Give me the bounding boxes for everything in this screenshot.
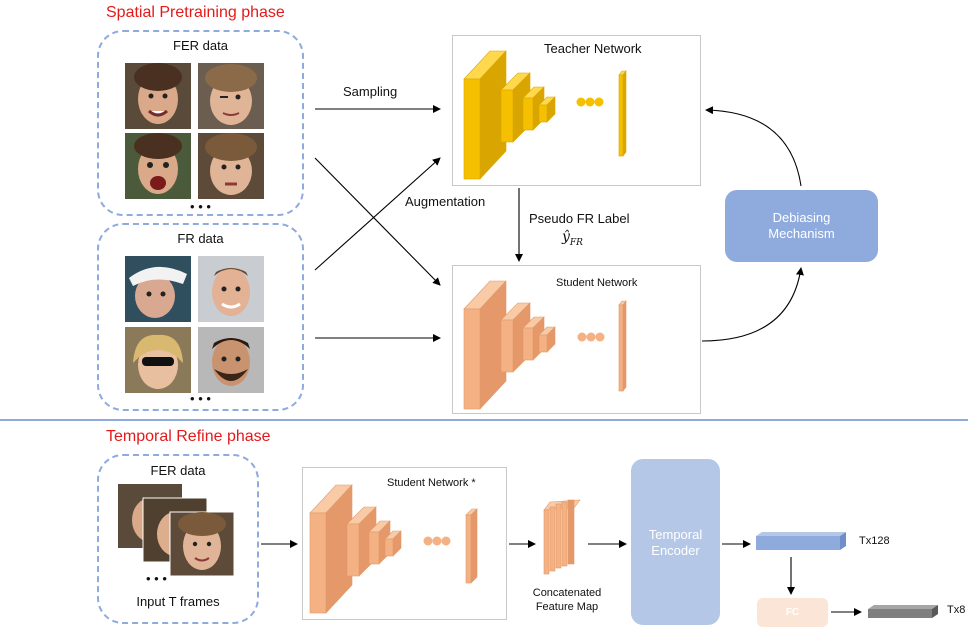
- temporal-fer-group: [97, 454, 259, 624]
- debiasing-line-2: Mechanism: [768, 226, 835, 241]
- temporal-encoder-box: Temporal Encoder: [631, 459, 720, 625]
- fer-data-ellipsis: • • •: [190, 199, 211, 214]
- spatial-phase-title: Spatial Pretraining phase: [106, 4, 285, 21]
- student-to-debias-arrow: [701, 267, 804, 342]
- student-network-star-title: Student Network *: [387, 477, 476, 489]
- temporal-fer-ellipsis: • • •: [146, 571, 167, 586]
- phase-divider: [0, 419, 968, 421]
- fc-label: FC: [785, 607, 800, 618]
- debias-to-teacher-arrow: [705, 106, 802, 187]
- top-arrows: [314, 105, 804, 342]
- tx128-tensor: [756, 532, 846, 550]
- fer-to-student-arrow: [314, 157, 441, 286]
- temporal-encoder-line-1: Temporal: [648, 527, 703, 542]
- fc-layer-box: FC: [757, 598, 828, 627]
- temporal-encoder-line-2: Encoder: [651, 543, 700, 558]
- fr-face-image-2: [198, 256, 264, 322]
- debiasing-line-1: Debiasing: [772, 210, 831, 225]
- tx8-label: Tx8: [947, 604, 966, 616]
- concatenated-feature-map: [543, 499, 581, 575]
- temporal-phase-title: Temporal Refine phase: [106, 428, 271, 445]
- feature-map-caption: Concatenated Feature Map: [532, 587, 602, 613]
- temporal-fer-title: FER data: [150, 463, 206, 478]
- fr-face-image-1: [125, 256, 191, 322]
- sampling-label: Sampling: [343, 84, 398, 99]
- input-frames-stack: [118, 484, 235, 577]
- pseudo-fr-label: Pseudo FR Label: [529, 211, 630, 226]
- fer-data-group: [97, 30, 304, 216]
- fr-data-ellipsis: • • •: [190, 391, 211, 406]
- student-network-title: Student Network: [556, 277, 638, 289]
- bottom-arrows: [261, 540, 862, 616]
- student-network-star-layers: [309, 484, 478, 614]
- tx8-tensor: [868, 605, 938, 618]
- augmentation-label: Augmentation: [405, 194, 486, 209]
- tx128-label: Tx128: [859, 535, 890, 547]
- fer-face-image-3: [125, 133, 191, 199]
- fr-face-image-3: [125, 327, 191, 393]
- fr-data-group: [97, 223, 304, 411]
- fr-data-title: FR data: [177, 231, 224, 246]
- teacher-network-layers: [463, 50, 627, 180]
- debiasing-mechanism-box: Debiasing Mechanism: [725, 190, 878, 262]
- fer-face-image-4: [198, 133, 264, 199]
- student-network-layers: [463, 280, 627, 410]
- teacher-network-title: Teacher Network: [544, 41, 642, 56]
- fr-face-image-4: [198, 327, 264, 393]
- fr-to-teacher-arrow: [314, 157, 441, 271]
- input-frames-caption: Input T frames: [136, 594, 220, 609]
- fer-face-image-2: [198, 63, 264, 129]
- fer-face-image-1: [125, 63, 191, 129]
- pseudo-fr-symbol: ŷFR: [562, 229, 583, 248]
- fer-data-title: FER data: [173, 38, 228, 53]
